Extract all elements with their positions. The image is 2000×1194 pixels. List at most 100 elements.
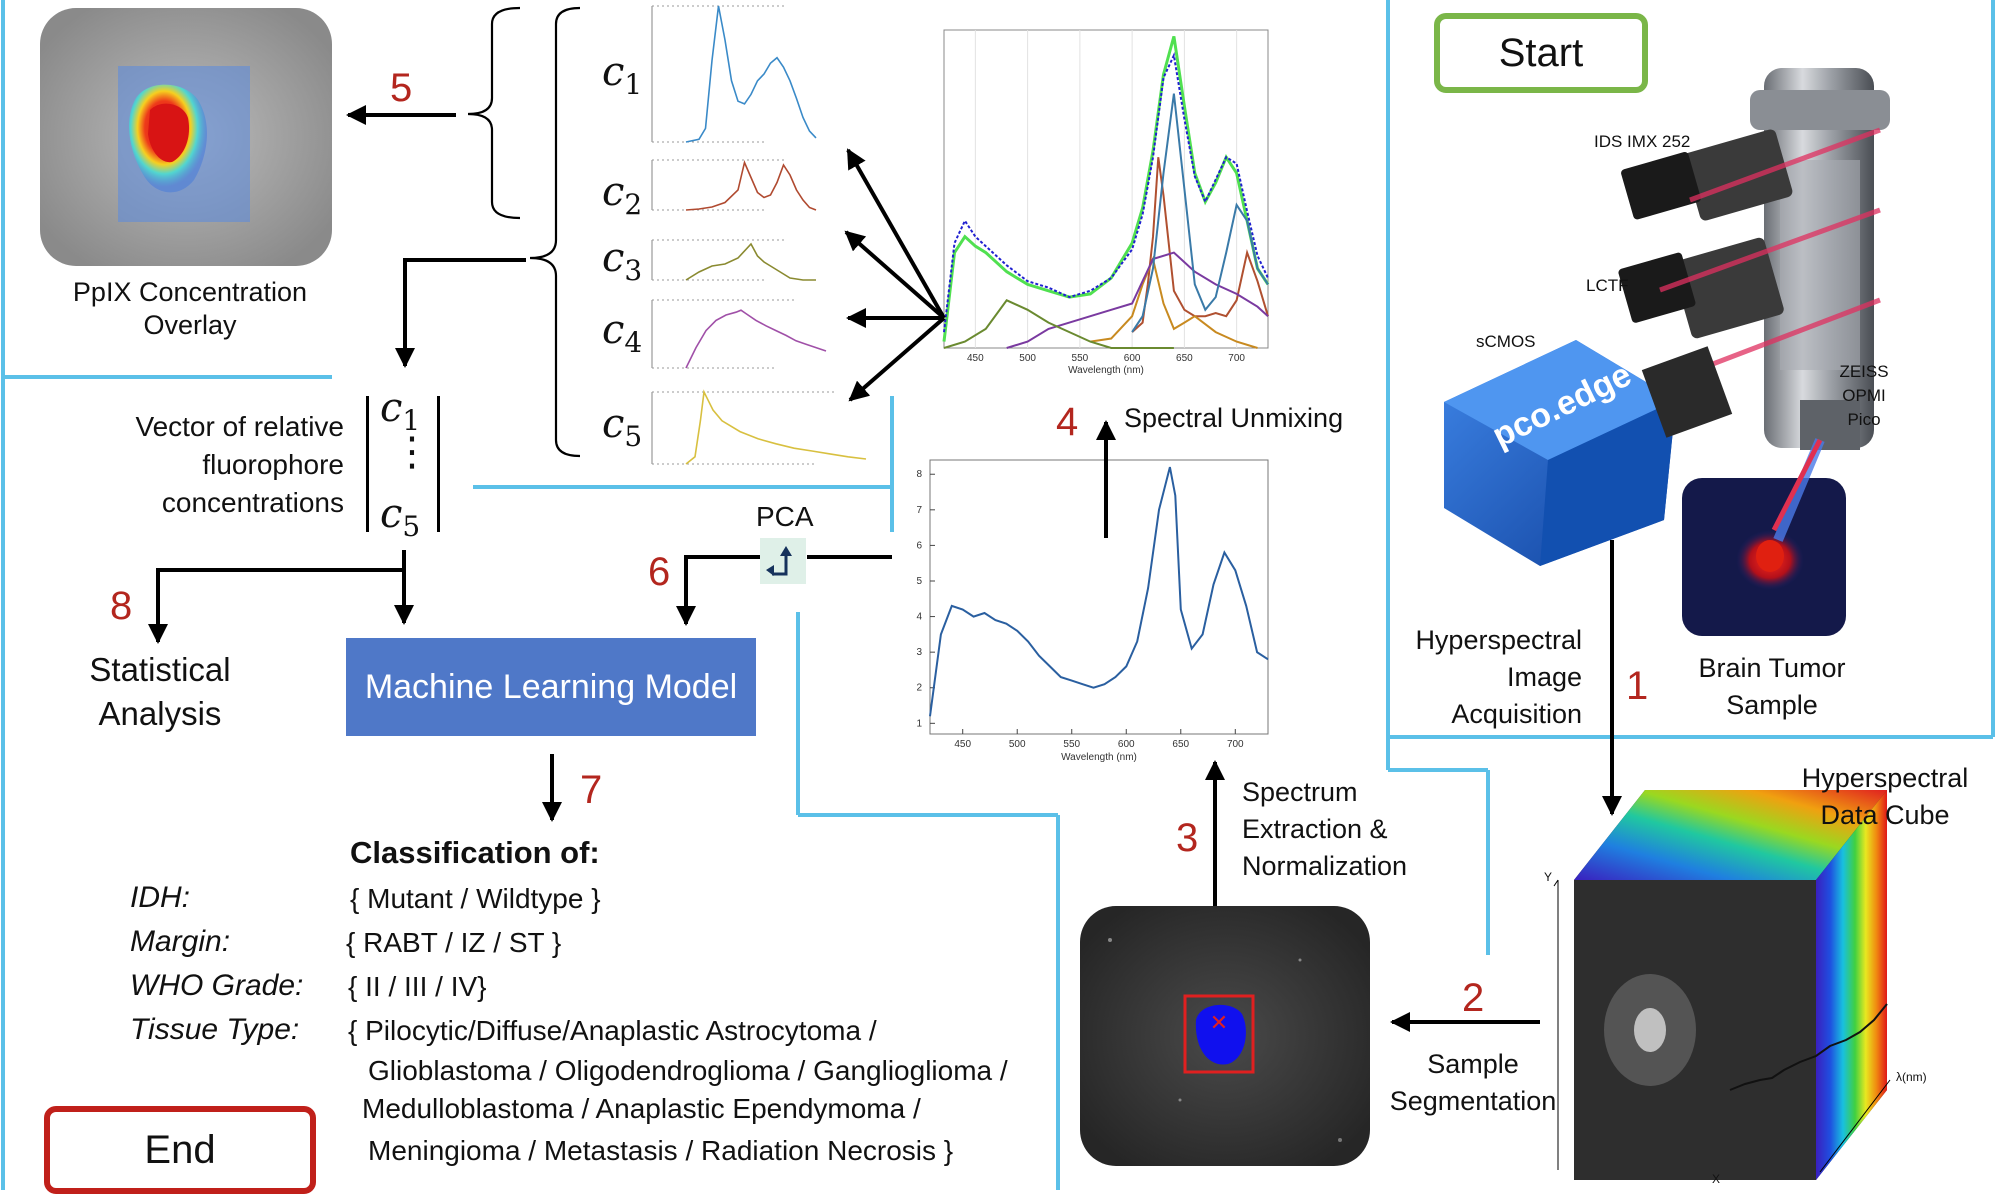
spectrum-y-tick-label: 2 <box>916 683 922 694</box>
unmix-series-4 <box>1090 255 1258 349</box>
tissue-continuation-2: Medulloblastoma / Anaplastic Ependymoma … <box>362 1093 921 1124</box>
camera-label-zeiss: ZEISS OPMI Pico <box>1834 360 1894 432</box>
segmentation-line1: Sample <box>1427 1049 1519 1079</box>
vector-label-line3: concentrations <box>161 487 344 518</box>
acquisition-line1: Hyperspectral <box>1415 625 1582 655</box>
segmentation-label: Sample Segmentation <box>1378 1046 1568 1120</box>
data-cube-line2: Data Cube <box>1820 800 1950 830</box>
brain-sample-line2: Sample <box>1726 690 1818 720</box>
classification-title: Classification of: <box>350 835 600 870</box>
step-number-6: 6 <box>648 550 671 594</box>
component-label-c4: c4 <box>602 306 642 360</box>
spectrum-series-line <box>929 466 1269 717</box>
component-3-spectrum <box>685 242 816 281</box>
statistical-analysis-label: Statistical Analysis <box>60 648 260 736</box>
unmixing-arrows <box>844 148 946 402</box>
spectrum-x-tick-label: 500 <box>1009 739 1026 750</box>
camera-label-ids: IDS IMX 252 <box>1594 132 1691 151</box>
ppix-overlay-label-line1: PpIX Concentration <box>72 277 308 307</box>
start-label: Start <box>1498 30 1584 75</box>
statistical-analysis-line1: Statistical <box>89 651 231 688</box>
spectrum-y-tick-label: 1 <box>916 718 922 729</box>
spectrum-y-tick-label: 5 <box>916 576 922 587</box>
statistical-analysis-line2: Analysis <box>98 695 222 732</box>
spectrum-y-tick-label: 4 <box>916 612 922 623</box>
vector-label: Vector of relative fluorophore concentra… <box>90 408 344 522</box>
pca-icon <box>760 538 806 584</box>
camera-label-scmos: sCMOS <box>1476 332 1536 351</box>
segmentation-line2: Segmentation <box>1389 1086 1557 1116</box>
unmix-x-tick-label: 600 <box>1124 353 1141 364</box>
component-label-c2: c2 <box>602 168 642 222</box>
vector-label-line2: fluorophore <box>202 449 344 480</box>
unmix-series-3 <box>1131 157 1269 333</box>
c2-letter: c <box>602 169 625 215</box>
vector-bottom-letter: c <box>380 491 403 537</box>
classification-key-tissue: Tissue Type: <box>130 1013 300 1046</box>
spectrum-y-tick-label: 7 <box>916 505 922 516</box>
spectrum-x-tick-label: 700 <box>1227 739 1244 750</box>
unmix-series-5 <box>1006 251 1269 349</box>
zeiss-line3: Pico <box>1847 410 1881 429</box>
classification-key-who: WHO Grade: <box>130 969 304 1002</box>
vector-entry-bottom: c5 <box>380 490 420 544</box>
microscope-camera-rig <box>1444 68 1890 566</box>
data-cube-line1: Hyperspectral <box>1801 763 1969 793</box>
spectrum-x-axis-label: Wavelength (nm) <box>1061 752 1137 763</box>
classification-value-idh: { Mutant / Wildtype } <box>350 883 601 914</box>
machine-learning-model-box[interactable]: Machine Learning Model <box>346 638 756 736</box>
unmix-x-axis-label: Wavelength (nm) <box>1068 365 1144 376</box>
spectrum-x-tick-label: 600 <box>1118 739 1135 750</box>
vector-top-letter: c <box>380 385 403 431</box>
vector-bottom-subscript: 5 <box>402 510 421 543</box>
c3-letter: c <box>602 235 625 281</box>
step-number-7: 7 <box>580 768 603 812</box>
tissue-continuation-3: Meningioma / Metastasis / Radiation Necr… <box>368 1135 954 1166</box>
brain-sample-line1: Brain Tumor <box>1698 653 1846 683</box>
unmix-x-tick-label: 550 <box>1072 353 1089 364</box>
spectrum-y-tick-label: 3 <box>916 647 922 658</box>
component-label-c5: c5 <box>602 400 642 454</box>
component-label-c1: c1 <box>602 48 642 102</box>
component-1-spectrum <box>685 5 817 143</box>
spectrum-extraction-label: Spectrum Extraction & Normalization <box>1242 774 1407 885</box>
unmix-plot-frame <box>943 29 1269 349</box>
segmentation-image: ✕ <box>1080 906 1370 1166</box>
data-cube-label: Hyperspectral Data Cube <box>1780 760 1990 834</box>
component-braces <box>467 6 581 458</box>
start-button[interactable]: Start <box>1434 13 1648 93</box>
ppix-overlay-image <box>40 8 332 266</box>
component-4-spectrum <box>685 309 827 369</box>
acquisition-line2: Image <box>1506 662 1582 692</box>
classification-value-tissue: { Pilocytic/Diffuse/Anaplastic Astrocyto… <box>348 1015 877 1046</box>
c5-letter: c <box>602 401 625 447</box>
cube-axis-lambda: λ(nm) <box>1896 1070 1927 1084</box>
acquisition-label: Hyperspectral Image Acquisition <box>1390 622 1582 733</box>
unmix-x-tick-label: 500 <box>1019 353 1036 364</box>
step-number-4: 4 <box>1056 400 1079 444</box>
c1-subscript: 1 <box>624 68 643 101</box>
vector-entry-top: c1 <box>380 384 420 438</box>
spectrum-extraction-line2: Extraction & <box>1242 814 1388 844</box>
spectrum-y-tick-label: 8 <box>916 469 922 480</box>
end-button[interactable]: End <box>44 1106 316 1194</box>
vector-entry-dots: ⋮ <box>392 430 432 474</box>
brain-tumor-sample-image <box>1682 478 1846 636</box>
pca-label: PCA <box>756 501 814 532</box>
component-label-c3: c3 <box>602 234 642 288</box>
center-marker-icon: ✕ <box>1210 1010 1228 1035</box>
c5-subscript: 5 <box>624 420 643 453</box>
unmix-series-extra <box>1131 93 1269 333</box>
spectrum-extraction-line3: Normalization <box>1242 851 1408 881</box>
classification-value-margin: { RABT / IZ / ST } <box>346 927 562 958</box>
c4-letter: c <box>602 307 625 353</box>
vector-label-line1: Vector of relative <box>135 411 344 442</box>
vector-bracket <box>366 396 440 532</box>
step-number-8: 8 <box>110 584 133 628</box>
vector-top-subscript: 1 <box>402 404 421 437</box>
spectrum-x-tick-label: 550 <box>1063 739 1080 750</box>
